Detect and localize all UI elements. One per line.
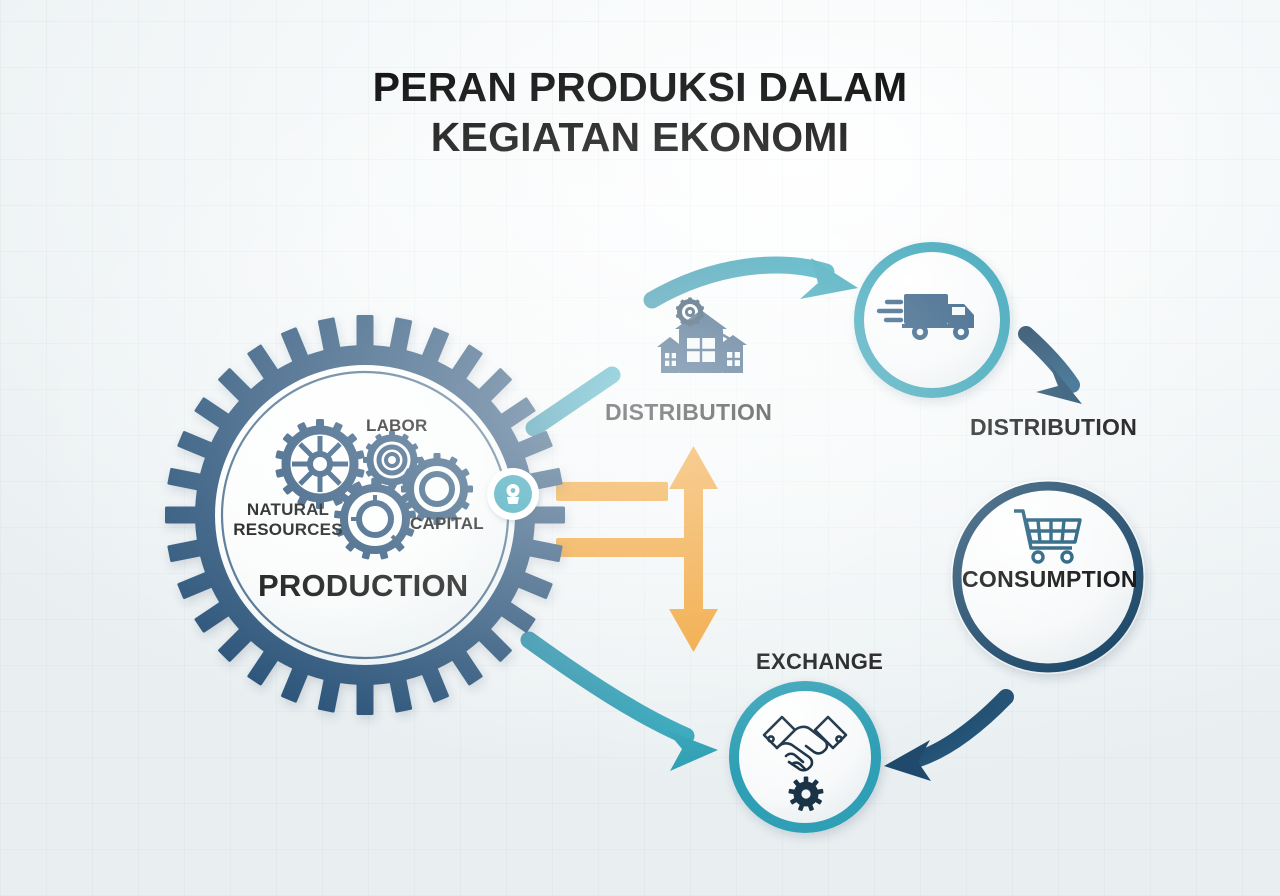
factor-label-capital: CAPITAL [410, 514, 484, 533]
node-distribution-truck[interactable] [854, 242, 1010, 398]
factor-gear-natural-resources [275, 419, 365, 509]
factor-gear-center [333, 478, 417, 560]
production-label: PRODUCTION [258, 568, 469, 603]
factor-gear-capital [401, 453, 473, 525]
title-line-2: KEGIATAN EKONOMI [430, 114, 850, 161]
node-consumption[interactable] [951, 480, 1145, 674]
factory-badge-icon[interactable] [487, 468, 539, 520]
orange-bar-top [556, 482, 668, 501]
factor-label-labor: LABOR [366, 416, 428, 435]
orange-bar-bottom [556, 538, 696, 557]
connector-orange-flow [556, 446, 718, 652]
delivery-truck-icon [876, 294, 974, 340]
node-label-distribution-truck: DISTRIBUTION [970, 414, 1138, 440]
orange-arrow-down [669, 609, 718, 652]
connector-truck-to-consumption [1018, 326, 1082, 404]
node-label-exchange: EXCHANGE [756, 649, 884, 674]
connector-gear-to-exchange [520, 631, 718, 771]
node-exchange[interactable] [729, 681, 881, 833]
page-title: PERAN PRODUKSI DALAM KEGIATAN EKONOMI [0, 62, 1280, 162]
factory-house-icon[interactable] [657, 297, 747, 374]
shopping-cart-icon [1014, 509, 1082, 564]
factor-label-natural-resources: NATURAL RESOURCES [233, 500, 343, 539]
connector-gear-to-truck [525, 256, 858, 437]
handshake-gear-icon [762, 715, 848, 811]
title-line-1: PERAN PRODUKSI DALAM [372, 64, 908, 110]
node-label-distribution-house: DISTRIBUTION [605, 399, 773, 425]
orange-arrow-up [669, 446, 718, 489]
node-label-consumption: CONSUMPTION [962, 566, 1138, 592]
connector-consumption-to-exchange [884, 689, 1014, 781]
